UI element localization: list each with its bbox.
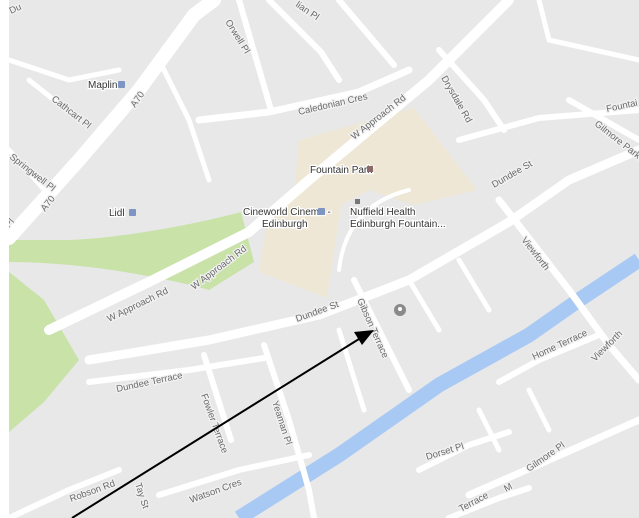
place-cineworld[interactable]: Cineworld Cinema - Edinburgh: [242, 206, 332, 232]
road-watson-cres: [156, 452, 312, 498]
road-side-4: [526, 387, 552, 433]
road-west-minor: [9, 57, 122, 83]
place-lidl[interactable]: Lidl: [108, 207, 136, 220]
arrowhead: [354, 330, 374, 345]
union-canal: [235, 253, 639, 518]
road-gilmore-pl: [465, 416, 639, 499]
road-side-5: [476, 407, 502, 453]
road-orwell-pl: [236, 0, 274, 113]
cinema-icon: [318, 208, 325, 215]
street-label-pl-left: Pl: [9, 216, 17, 230]
road-inner-loop: [337, 188, 411, 272]
street-label-springwell-pl: Springwell Pl: [9, 152, 57, 194]
park-west: [9, 212, 254, 290]
annotation-arrow: [71, 330, 374, 518]
place-pin-center: [398, 307, 402, 311]
place-name-lidl: Lidl: [109, 208, 125, 219]
map-viewport[interactable]: Caledonian Cres W Approach Rd W Approach…: [9, 0, 639, 518]
place-name-nuffield-line1: Nuffield Health: [350, 207, 415, 218]
road-lower-terrace: [446, 485, 532, 518]
landmark-icon: [367, 166, 373, 172]
road-gilmore-park: [566, 97, 639, 143]
place-nuffield-health[interactable]: Nuffield Health Edinburgh Fountain...: [349, 199, 447, 231]
road-w-approach-rd: [44, 0, 514, 335]
street-label-du-top: Du: [9, 2, 23, 17]
street-label-dalry-pl: lian Pl: [293, 0, 321, 23]
road-side-1: [406, 277, 442, 333]
shopping-cart-icon: [129, 209, 136, 216]
road-a70: [9, 0, 221, 245]
street-label-tay-st: Tay St: [132, 482, 151, 511]
place-fountain-park[interactable]: Fountain Park: [309, 164, 375, 178]
place-pin[interactable]: [394, 304, 406, 316]
park-sports-ground: [9, 272, 79, 432]
street-label-gibson-terrace: Gibson Terrace: [354, 297, 390, 360]
road-north-a: [336, 0, 397, 68]
place-maplin[interactable]: Maplin: [87, 79, 125, 92]
street-label-cathcart-pl: Cathcart Pl: [49, 94, 93, 132]
map-canvas: Caledonian Cres W Approach Rd W Approach…: [9, 0, 639, 518]
place-name-nuffield-line2: Edinburgh Fountain...: [350, 219, 446, 230]
road-springwell-pl: [9, 147, 52, 198]
road-side-3: [336, 327, 367, 413]
road-home-terrace: [496, 332, 602, 385]
road-gibson-terrace: [351, 277, 412, 393]
shopping-bag-icon: [118, 81, 125, 88]
road-side-2: [456, 257, 492, 313]
road-dorset-pl: [416, 429, 512, 473]
road-dundee-terrace: [86, 355, 267, 385]
road-fountainbridge: [456, 107, 639, 143]
road-caledonian-cres: [195, 66, 413, 124]
place-name-maplin: Maplin: [88, 80, 117, 91]
place-name-fountain-park: Fountain Park: [310, 165, 373, 176]
road-drysdale-rd: [436, 47, 507, 133]
road-robson-rd: [9, 467, 122, 518]
road-viewforth: [495, 196, 639, 384]
place-name-cineworld-line2: Edinburgh: [262, 219, 308, 230]
road-north-east: [536, 0, 639, 63]
place-name-cineworld-line1: Cineworld Cinema -: [243, 207, 331, 218]
road-cathcart-pl: [26, 77, 82, 123]
health-icon: [355, 199, 360, 204]
arrow-shaft: [71, 338, 360, 518]
road-dalry-pl: [266, 0, 342, 83]
street-label-dundee-st-right: Dundee St: [490, 158, 535, 190]
fountain-park-area: [259, 108, 477, 298]
road-maplin-link: [156, 57, 212, 183]
